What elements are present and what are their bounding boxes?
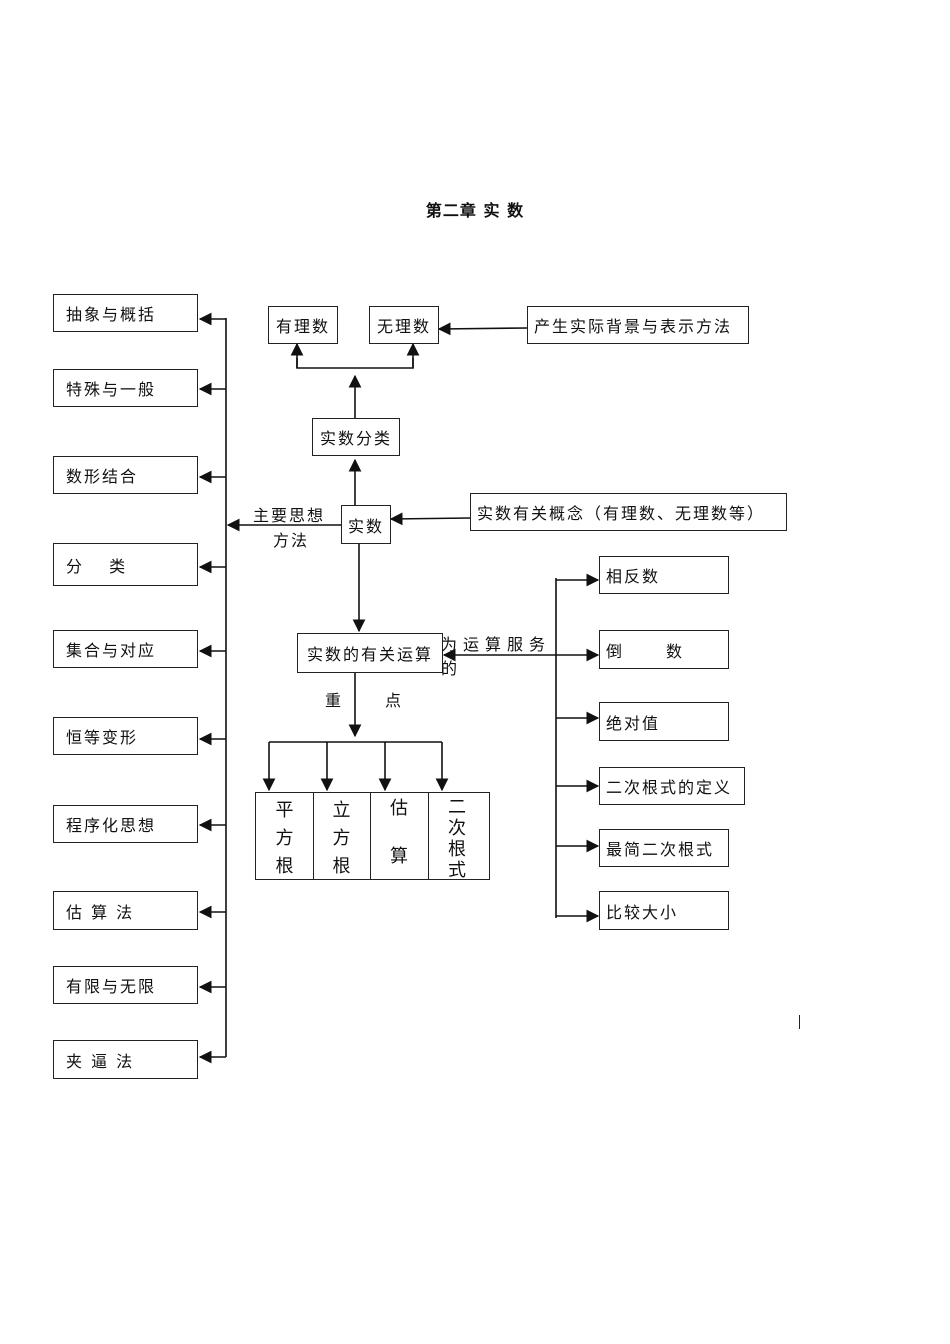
method-procedural: 程序化思想 xyxy=(53,805,198,843)
key-point-char: 估 xyxy=(390,798,408,819)
key-point-char: 平 xyxy=(275,800,294,821)
method-squeeze: 夹 逼 法 xyxy=(53,1040,198,1079)
serve-label-line1: 为运算服务 xyxy=(441,635,552,654)
key-point-quadratic-radical: 二 次 根 式 xyxy=(428,793,489,881)
related-opposite-number: 相反数 xyxy=(599,556,729,594)
key-point-char: 方 xyxy=(275,828,294,849)
background-box: 产生实际背景与表示方法 xyxy=(527,306,749,344)
related-compare-size: 比较大小 xyxy=(599,891,729,930)
key-point-char: 二 xyxy=(448,797,466,818)
rational-number-box: 有理数 xyxy=(268,306,338,344)
emphasis-label: 重 点 xyxy=(325,691,416,710)
key-point-char xyxy=(370,821,428,845)
key-point-char: 方 xyxy=(332,828,351,849)
method-special-general: 特殊与一般 xyxy=(53,369,198,407)
key-point-char: 立 xyxy=(332,800,351,821)
methods-label-line2: 方法 xyxy=(273,531,310,550)
real-number-box: 实数 xyxy=(341,505,391,544)
operations-box: 实数的有关运算 xyxy=(297,633,443,673)
method-classification: 分 类 xyxy=(53,543,198,586)
concepts-box: 实数有关概念（有理数、无理数等） xyxy=(470,493,787,531)
key-points-table: 平 方 根 立 方 根 估 算 二 次 根 式 xyxy=(255,792,490,881)
key-point-cube-root: 立 方 根 xyxy=(313,793,371,879)
serve-label-line2: 的 xyxy=(441,659,460,678)
stray-mark xyxy=(799,1015,800,1029)
key-point-char: 根 xyxy=(275,856,294,877)
method-finite-infinite: 有限与无限 xyxy=(53,966,198,1004)
key-point-char: 根 xyxy=(448,839,466,860)
method-identity-transform: 恒等变形 xyxy=(53,717,198,755)
method-abstraction: 抽象与概括 xyxy=(53,294,198,332)
page-title: 第二章 实 数 xyxy=(425,201,525,220)
method-set-correspondence: 集合与对应 xyxy=(53,630,198,668)
method-number-shape: 数形结合 xyxy=(53,456,198,494)
key-point-square-root: 平 方 根 xyxy=(256,793,314,879)
key-point-char: 根 xyxy=(332,856,351,877)
related-radical-definition: 二次根式的定义 xyxy=(599,767,745,805)
irrational-number-box: 无理数 xyxy=(369,306,439,344)
key-point-estimation: 估 算 xyxy=(370,793,429,879)
key-point-char: 式 xyxy=(448,860,466,881)
method-estimation: 估 算 法 xyxy=(53,891,198,930)
methods-label-line1: 主要思想 xyxy=(253,506,326,525)
classification-box: 实数分类 xyxy=(312,418,400,456)
related-simplest-radical: 最简二次根式 xyxy=(599,829,729,867)
key-point-char: 算 xyxy=(390,846,408,867)
related-reciprocal: 倒 数 xyxy=(599,630,729,669)
related-absolute-value: 绝对值 xyxy=(599,702,729,741)
key-point-char: 次 xyxy=(448,818,466,839)
